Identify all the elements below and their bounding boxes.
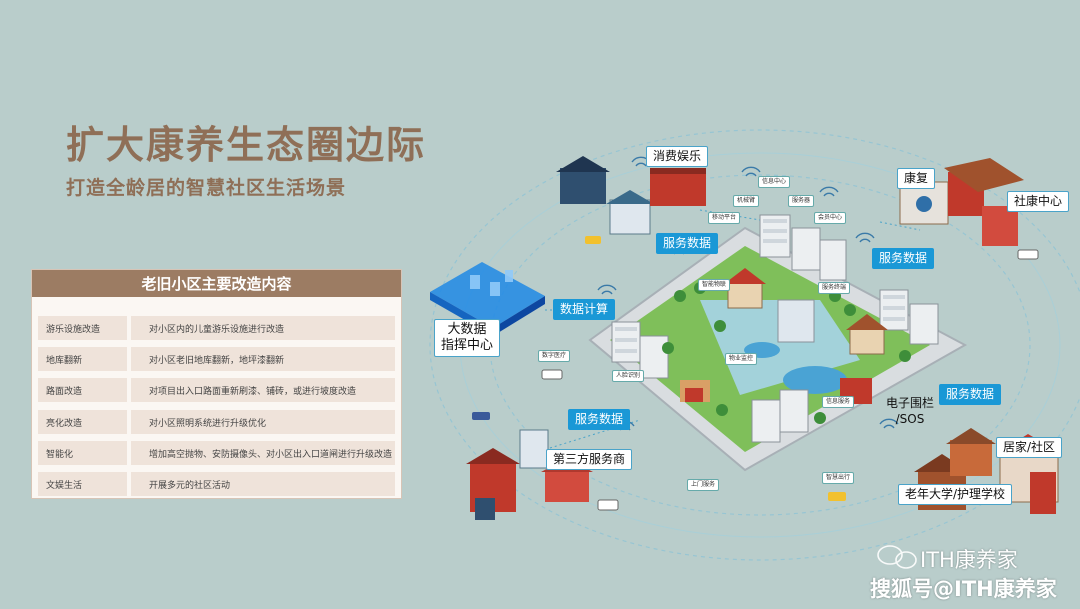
table-item: 路面改造 xyxy=(38,378,127,402)
table-row: 智能化 增加高空抛物、安防摄像头、对小区出入口道闸进行升级改造 xyxy=(38,441,395,465)
label-community-health: 社康中心 xyxy=(1007,191,1070,212)
tiny-label: 智慧出行 xyxy=(822,472,855,484)
table-item: 亮化改造 xyxy=(38,410,127,434)
tiny-label: 会员中心 xyxy=(814,212,847,224)
tiny-label: 信息中心 xyxy=(758,176,791,188)
table-desc: 开展多元的社区活动 xyxy=(131,472,395,496)
tiny-label: 人脸识别 xyxy=(612,370,645,382)
table-desc: 增加高空抛物、安防摄像头、对小区出入口道闸进行升级改造 xyxy=(131,441,395,465)
label-e-fence-sos: 电子围栏 /SOS xyxy=(886,396,935,426)
table-desc: 对项目出入口路面重新刷漆、铺砖，或进行坡度改造 xyxy=(131,378,395,402)
tiny-label: 上门服务 xyxy=(687,479,720,491)
page-subtitle: 打造全龄居的智慧社区生活场景 xyxy=(66,177,347,199)
table-desc: 对小区老旧地库翻新，地坪漆翻新 xyxy=(131,347,395,371)
page-title: 扩大康养生态圈边际 xyxy=(66,122,427,167)
table-item: 地库翻新 xyxy=(38,347,127,371)
label-consumption: 消费娱乐 xyxy=(646,146,709,167)
table-row: 亮化改造 对小区照明系统进行升级优化 xyxy=(38,410,395,434)
table-desc: 对小区内的儿童游乐设施进行改造 xyxy=(131,316,395,340)
watermark-brand: ITH康养家 xyxy=(920,548,1018,572)
label-service-data: 服务数据 xyxy=(656,233,719,254)
tiny-label: 智能物联 xyxy=(698,279,731,291)
label-home-community: 居家/社区 xyxy=(996,437,1063,458)
table-row: 路面改造 对项目出入口路面重新刷漆、铺砖，或进行坡度改造 xyxy=(38,378,395,402)
tiny-label: 数字医疗 xyxy=(538,350,571,362)
table-header: 老旧小区主要改造内容 xyxy=(32,270,401,297)
tiny-label: 服务器 xyxy=(788,195,815,207)
label-data-compute: 数据计算 xyxy=(553,299,616,320)
table-desc: 对小区照明系统进行升级优化 xyxy=(131,410,395,434)
label-third-party: 第三方服务商 xyxy=(546,449,633,470)
label-rehab: 康复 xyxy=(897,168,936,189)
tiny-label: 物业监控 xyxy=(725,353,758,365)
table-row: 地库翻新 对小区老旧地库翻新，地坪漆翻新 xyxy=(38,347,395,371)
label-senior-university: 老年大学/护理学校 xyxy=(898,484,1013,505)
tiny-label: 移动平台 xyxy=(708,212,741,224)
tiny-label: 机械臂 xyxy=(733,195,760,207)
renovation-table: 老旧小区主要改造内容 游乐设施改造 对小区内的儿童游乐设施进行改造 地库翻新 对… xyxy=(31,269,402,499)
label-service-data: 服务数据 xyxy=(872,248,935,269)
label-service-data: 服务数据 xyxy=(939,384,1002,405)
table-row: 游乐设施改造 对小区内的儿童游乐设施进行改造 xyxy=(38,316,395,340)
label-service-data: 服务数据 xyxy=(568,409,631,430)
table-item: 文娱生活 xyxy=(38,472,127,496)
tiny-label: 信息服务 xyxy=(822,396,855,408)
table-item: 游乐设施改造 xyxy=(38,316,127,340)
watermark-source: 搜狐号@ITH康养家 xyxy=(870,577,1057,601)
table-item: 智能化 xyxy=(38,441,127,465)
label-big-data-center: 大数据 指挥中心 xyxy=(434,319,501,357)
table-row: 文娱生活 开展多元的社区活动 xyxy=(38,472,395,496)
tiny-label: 服务终端 xyxy=(818,282,851,294)
